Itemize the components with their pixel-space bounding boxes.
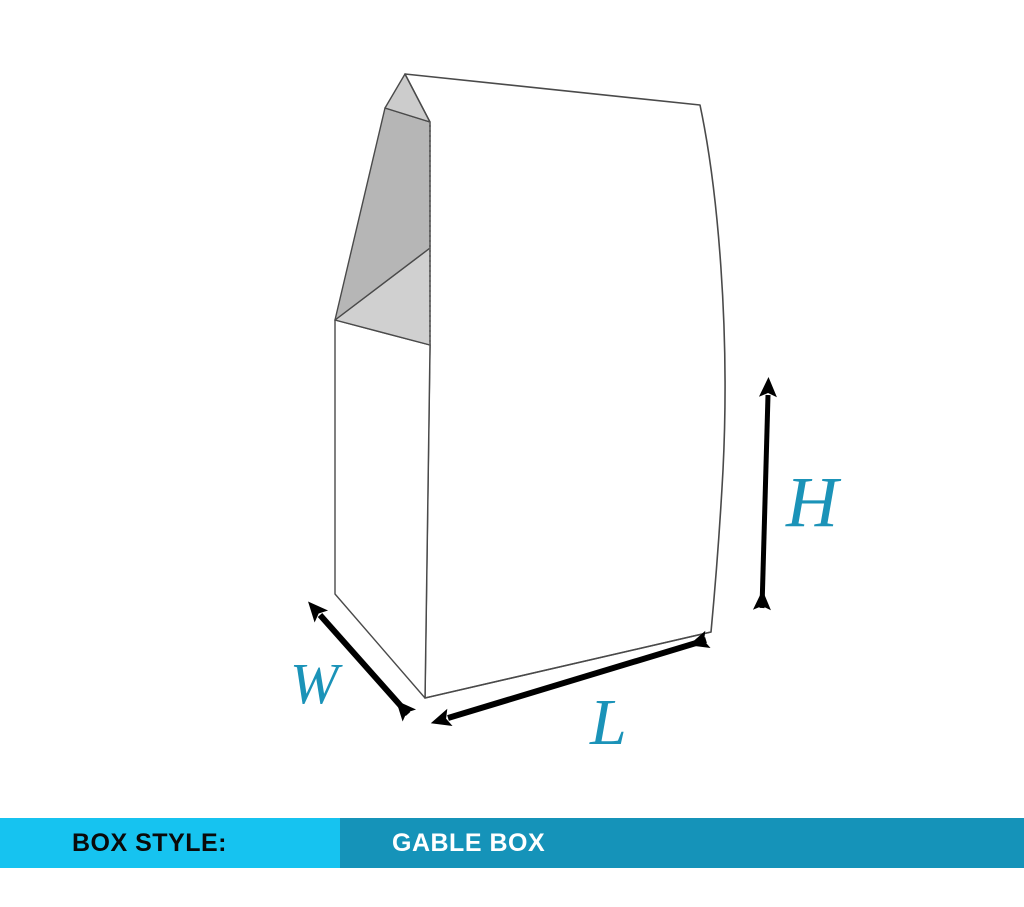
- banner-bottom-rule: [0, 868, 1024, 870]
- dimension-arrow-width: [308, 601, 417, 722]
- box-style-value: GABLE BOX: [392, 828, 546, 857]
- dimension-label-height: H: [786, 462, 838, 542]
- box-side-panel: [334, 319, 431, 699]
- gable-box-illustration: [308, 73, 777, 727]
- box-style-caption: BOX STYLE:: [72, 828, 228, 857]
- box-style-label-cell: BOX STYLE:: [0, 818, 340, 868]
- box-style-banner: BOX STYLE: GABLE BOX: [0, 818, 1024, 868]
- dimension-arrow-length: [430, 630, 711, 727]
- dimension-arrow-height: [752, 377, 777, 611]
- box-front-panel: [404, 73, 726, 699]
- dimension-label-width: W: [290, 651, 339, 716]
- box-style-value-cell: GABLE BOX: [340, 818, 1024, 868]
- dimension-label-length: L: [590, 686, 627, 759]
